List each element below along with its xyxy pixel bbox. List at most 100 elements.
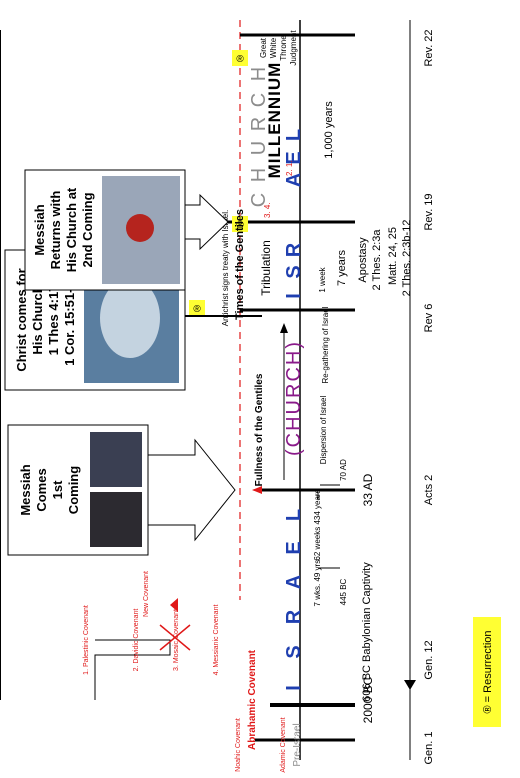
ad33-label: 33 AD: [361, 473, 375, 506]
israel-letter: S: [283, 645, 305, 658]
box-line: 1 Cor. 15:51-53: [62, 274, 77, 366]
church-letters: C H U R C H: [248, 67, 270, 207]
israel-letter: A: [283, 575, 305, 589]
israel-letter: I: [283, 293, 305, 299]
church-letter: U: [248, 141, 270, 155]
israel-letter: E: [283, 541, 305, 554]
mosaic-cross-2: [159, 624, 191, 651]
references: Gen. 1 Gen. 12 Acts 2 Rev 6 Rev. 19 Rev.…: [404, 29, 435, 765]
apostasy-label: Apostasy: [357, 237, 369, 283]
bc606-label: 606 BC Babylonian Captivity: [361, 562, 373, 702]
box-line: 1st: [50, 480, 65, 499]
gwt-word: White: [269, 37, 278, 58]
church-letter: H: [248, 67, 270, 81]
box-line: Messiah: [32, 204, 47, 255]
legend: ® = Resurrection: [473, 617, 501, 727]
millennium-label: MILLENNIUM: [265, 62, 284, 179]
israel-letter: A: [283, 173, 305, 187]
church-letter: R: [248, 117, 270, 131]
davidic-label: 2. Davidic Covenant: [133, 609, 140, 672]
thes212-label: 2 Thes. 2:3b-12: [401, 220, 413, 297]
thes23-label: 2 Thes. 2:3a: [371, 229, 383, 291]
fullness-arrow: [280, 323, 288, 333]
antichrist-label: Antichrist signs treaty with Israel.: [221, 210, 230, 326]
adamic-label: Adamic Covenant: [280, 717, 287, 772]
israel-letter: R: [283, 609, 305, 624]
millennium-numbers-3-4: 3. 4.: [263, 202, 272, 218]
first-coming-red-arrow: [252, 486, 262, 494]
box-line: Coming: [66, 466, 81, 514]
matt-label: Matt. 24, 25: [387, 227, 399, 285]
ref-gen1: Gen. 1: [423, 731, 435, 764]
millennium-numbers-2-1: 2. 1.: [285, 160, 294, 176]
ref-rev6: Rev 6: [423, 304, 435, 333]
tribulation-label: Tribulation: [259, 240, 273, 296]
church-parenthetical: (CHURCH): [283, 340, 305, 456]
gwt-word: Great: [259, 37, 268, 58]
ref-acts2: Acts 2: [423, 475, 435, 506]
great-white-throne: Great White Throne Judgment: [259, 30, 298, 66]
svg-text:®: ®: [193, 304, 201, 315]
church-letter: H: [248, 168, 270, 182]
light-glow: [100, 278, 160, 358]
first-coming-arrow: [147, 438, 236, 542]
second-coming-arrow: [184, 193, 229, 251]
times-label: Times of the Gentiles: [234, 209, 246, 320]
abrahamic-label: Abrahamic Covenant: [247, 649, 258, 750]
years7-label: 7 years: [336, 249, 348, 286]
israel-letter: L: [283, 509, 305, 521]
gwt-word: Judgment: [289, 30, 298, 66]
dispersion-label: Dispersion of Israel: [319, 396, 328, 465]
ad70-label: 70 AD: [339, 459, 348, 481]
box-line: 1 Thes 4:17: [46, 285, 61, 356]
israel-letters-1: I S R A E L: [283, 509, 305, 691]
box-line: 2nd Coming: [80, 192, 95, 267]
cross-image: [90, 432, 142, 487]
resurrection-marker: ®: [189, 300, 205, 316]
resurrection-marker: ®: [232, 216, 248, 232]
week-label: 1 week: [318, 266, 327, 292]
bc445-label: 445 BC: [339, 578, 348, 605]
fullness-label: Fullness of the Gentiles: [254, 373, 265, 486]
box-line: His Church: [30, 285, 45, 354]
mosaic-label: 3. Mosaic Covenant: [173, 609, 180, 671]
box-line: Christ comes for: [14, 268, 29, 371]
wks7-label: 7 wks. 49 yrs.: [313, 558, 322, 607]
pre-israel-label: Pre-Israel: [292, 723, 303, 766]
regathering-label: Re-gathering of Israel: [321, 306, 330, 383]
messiah-returns-box: Messiah Returns with His Church at 2nd C…: [24, 169, 186, 291]
nativity-image: [90, 492, 142, 547]
palestinic-label: 1. Palestinic Covenant: [83, 605, 90, 675]
israel-letters-2: I S R A E L: [283, 129, 305, 299]
bc2000-label: 2000 BC: [361, 676, 375, 723]
messiah-first-box: Messiah Comes 1st Coming: [7, 424, 149, 556]
box-line: Comes: [34, 468, 49, 511]
new-covenant-label: New Covenant: [143, 571, 150, 617]
church-letter: C: [248, 193, 270, 207]
noahic-label: Noahic Covenant: [235, 718, 242, 772]
ref-gen12: Gen. 12: [423, 640, 435, 679]
church-letter: C: [248, 93, 270, 107]
israel-letter: R: [283, 242, 305, 257]
ref-rev22: Rev. 22: [423, 29, 435, 66]
millennium-years: 1,000 years: [323, 101, 335, 159]
svg-text:®: ®: [236, 54, 244, 65]
ref-arrow: [404, 680, 416, 690]
box-line: Returns with: [48, 191, 63, 270]
new-covenant-arrow: [170, 598, 178, 612]
covenant-bracket: [94, 639, 171, 700]
box-line: His Church at: [64, 187, 79, 272]
svg-text:®: ®: [236, 220, 244, 231]
resurrection-marker: ®: [232, 50, 248, 66]
israel-letter: I: [283, 685, 305, 691]
rider-figure: [126, 214, 154, 242]
legend-text: ® = Resurrection: [482, 631, 494, 714]
wks62-label: 62 weeks 434 years: [313, 489, 322, 560]
gwt-word: Throne: [279, 35, 288, 61]
messianic-label: 4. Messianic Covenant: [213, 605, 220, 676]
israel-letter: E: [283, 151, 305, 164]
israel-letter: L: [283, 129, 305, 141]
israel-letter: S: [283, 265, 305, 278]
